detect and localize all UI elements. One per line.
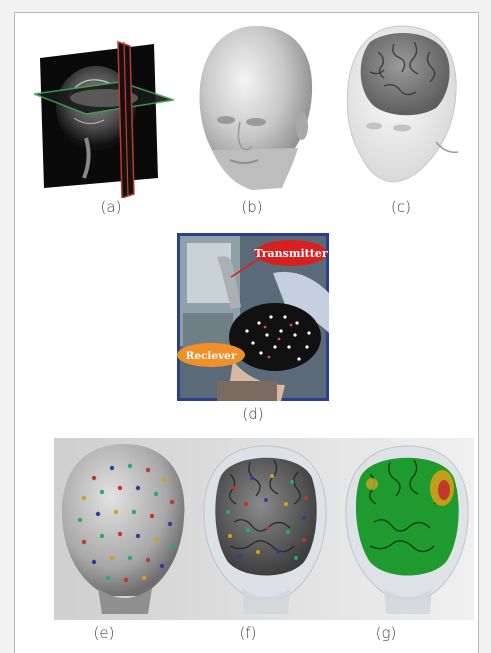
head-surface-image bbox=[190, 22, 320, 194]
receiver-callout: Reciever bbox=[186, 350, 237, 362]
label-d: (d) bbox=[213, 405, 293, 423]
electrode-composite-image bbox=[54, 438, 474, 620]
digitizer-photo: Transmitter Reciever bbox=[177, 233, 329, 401]
label-g: (g) bbox=[346, 624, 426, 642]
head-cortex-panel bbox=[340, 22, 462, 194]
label-e: (e) bbox=[64, 624, 144, 642]
label-b: (b) bbox=[212, 198, 292, 216]
transmitter-callout: Transmitter bbox=[254, 247, 327, 260]
digitizer-photo-panel: Transmitter Reciever bbox=[177, 233, 329, 401]
label-f: (f) bbox=[208, 624, 288, 642]
mri-slices-image bbox=[34, 38, 174, 198]
label-c: (c) bbox=[361, 198, 441, 216]
mri-slices-panel bbox=[34, 38, 174, 198]
label-a: (a) bbox=[71, 198, 151, 216]
head-cortex-image bbox=[340, 22, 462, 194]
electrode-composite-panel bbox=[54, 438, 474, 620]
head-surface-panel bbox=[190, 22, 320, 194]
